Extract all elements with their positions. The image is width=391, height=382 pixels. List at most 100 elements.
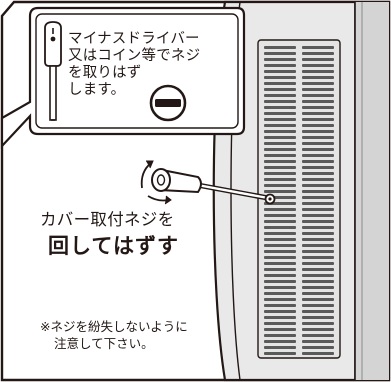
vent-slot (264, 310, 296, 313)
vent-slot (302, 334, 334, 337)
vent-slot (302, 58, 334, 61)
vent-slot (264, 118, 296, 121)
vent-slot (264, 298, 296, 301)
vent-slot (302, 280, 334, 283)
vent-slot (302, 106, 334, 109)
vent-slot (302, 70, 334, 73)
vent-slot (302, 322, 334, 325)
note-line-2: 注意して下さい。 (54, 336, 154, 351)
vent-slot (302, 232, 334, 235)
screw-icon (264, 193, 276, 205)
vent-slot (302, 142, 334, 145)
callout-line-1: マイナスドライバー (68, 31, 200, 47)
vent-slot (302, 136, 334, 139)
vent-slot (264, 286, 296, 289)
vent-slot (302, 118, 334, 121)
caption-line-2: 回してはずす (48, 234, 179, 258)
vent-slot (302, 304, 334, 307)
vent-slot (264, 172, 296, 175)
vent-slot (302, 214, 334, 217)
vent-slot (302, 226, 334, 229)
vent-slot (264, 268, 296, 271)
vent-slot (264, 76, 296, 79)
vent-slot (302, 292, 334, 295)
vent-slot (302, 286, 334, 289)
vent-slot (264, 274, 296, 277)
vent-slot (302, 160, 334, 163)
vent-slot (302, 184, 334, 187)
vent-slot (302, 340, 334, 343)
vent-slot (302, 268, 334, 271)
vent-slot (302, 238, 334, 241)
vent-slot (264, 136, 296, 139)
vent-slot (264, 244, 296, 247)
vent-slot (302, 250, 334, 253)
vent-slot (264, 88, 296, 91)
vent-slot (302, 316, 334, 319)
caution-note: ※ネジを紛失しないように 注意して下さい。 (40, 318, 188, 352)
vent-slot (302, 148, 334, 151)
vent-grille (264, 46, 334, 355)
vent-slot (264, 178, 296, 181)
vent-slot (264, 262, 296, 265)
vent-slot (264, 256, 296, 259)
callout-line-4: します。 (68, 82, 126, 98)
callout-line-3: を取りはず (68, 65, 142, 81)
vent-slot (264, 328, 296, 331)
vent-slot (302, 166, 334, 169)
vent-slot (264, 232, 296, 235)
vent-slot (264, 340, 296, 343)
vent-slot (302, 178, 334, 181)
appliance-panel (212, 0, 391, 382)
vent-slot (302, 88, 334, 91)
vent-slot (264, 46, 296, 49)
vent-slot (264, 94, 296, 97)
vent-slot (302, 64, 334, 67)
callout-line-2: 又はコイン等でネジ (68, 48, 201, 64)
vent-slot (302, 220, 334, 223)
vent-slot (302, 328, 334, 331)
vent-slot (264, 160, 296, 163)
vent-slot (302, 112, 334, 115)
vent-slot (264, 184, 296, 187)
vent-slot (264, 352, 296, 355)
vent-slot (264, 100, 296, 103)
vent-slot (302, 274, 334, 277)
vent-slot (264, 346, 296, 349)
vent-slot (302, 154, 334, 157)
vent-slot (302, 310, 334, 313)
vent-slot (264, 226, 296, 229)
vent-slot (264, 304, 296, 307)
vent-slot (302, 46, 334, 49)
vent-slot (264, 154, 296, 157)
vent-slot (302, 256, 334, 259)
vent-slot (264, 112, 296, 115)
vent-slot (264, 52, 296, 55)
vent-slot (264, 280, 296, 283)
vent-slot (264, 292, 296, 295)
vent-slot (264, 322, 296, 325)
vent-slot (302, 352, 334, 355)
vent-slot (264, 316, 296, 319)
vent-slot (264, 70, 296, 73)
vent-slot (264, 166, 296, 169)
vent-slot (302, 262, 334, 265)
vent-slot (264, 190, 296, 193)
vent-slot (302, 76, 334, 79)
vent-slot (264, 208, 296, 211)
vent-slot (302, 196, 334, 199)
vent-slot (302, 202, 334, 205)
vent-slot (264, 334, 296, 337)
vent-slot (264, 58, 296, 61)
vent-slot (302, 124, 334, 127)
caption-line-1: カバー取付ネジを (40, 210, 175, 229)
vent-slot (302, 100, 334, 103)
callout-instruction: マイナスドライバー 又はコイン等でネジ を取りはず します。 (68, 31, 200, 99)
vent-slot (302, 208, 334, 211)
rotate-arrow-icon (140, 160, 172, 205)
vent-slot (302, 298, 334, 301)
vent-slot (264, 142, 296, 145)
vent-slot (264, 214, 296, 217)
vent-slot (302, 82, 334, 85)
